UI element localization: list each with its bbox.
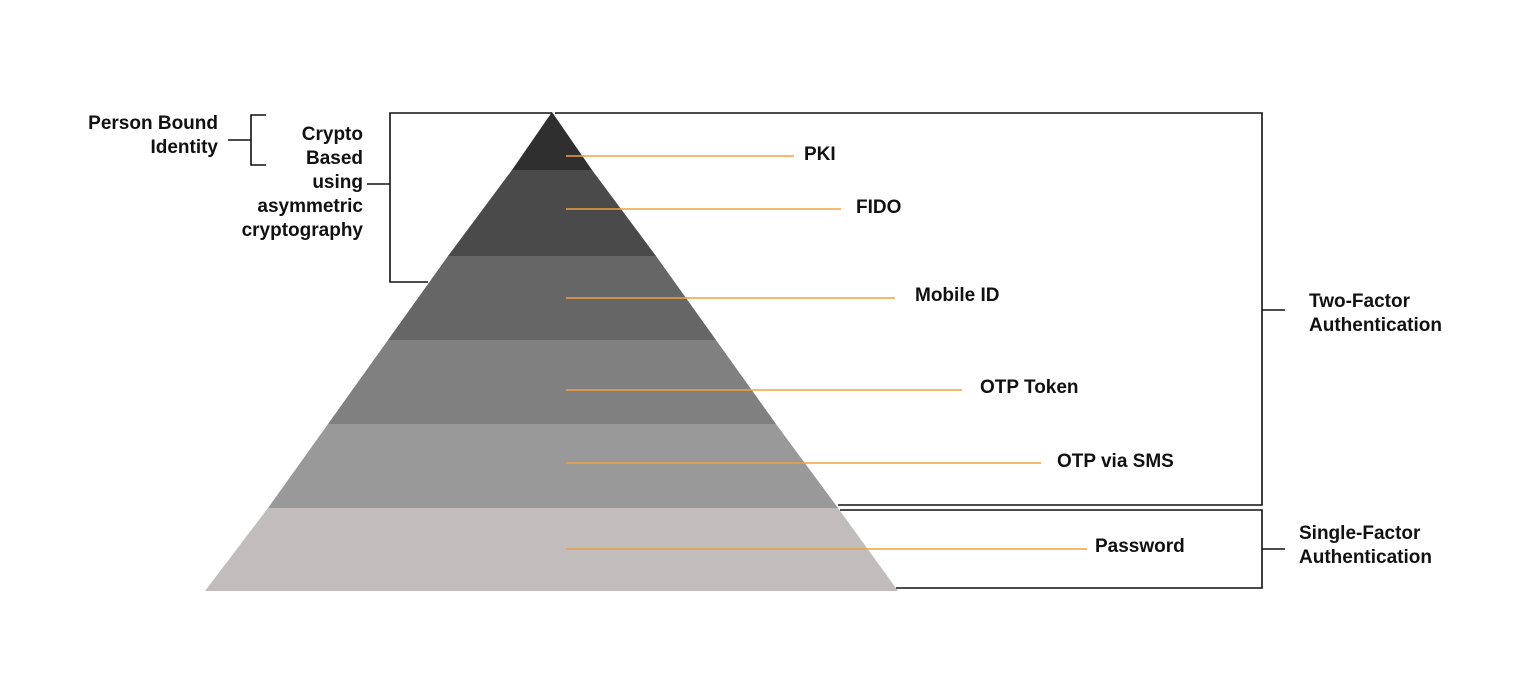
two-factor-line-1: Two-Factor	[1309, 291, 1410, 312]
single-factor-line-2: Authentication	[1299, 547, 1432, 568]
crypto-based-bracket	[389, 112, 552, 283]
pyramid-tier-pki	[512, 112, 592, 170]
pyramid-tier-otp-sms	[268, 424, 838, 508]
crypto-based-label: Crypto Based using asymmetric cryptograp…	[200, 123, 363, 243]
two-factor-bracket	[555, 112, 1263, 506]
single-factor-authentication-label: Single-Factor Authentication	[1299, 522, 1432, 570]
pyramid-tier-password	[205, 508, 898, 591]
person-bound-identity-label: Person Bound Identity	[40, 112, 218, 160]
crypto-based-line-1: Crypto	[301, 124, 363, 145]
two-factor-line-2: Authentication	[1309, 315, 1442, 336]
crypto-based-line-4: asymmetric	[257, 196, 363, 217]
pyramid-tier-fido	[448, 170, 656, 256]
layer-label-pki: PKI	[804, 144, 836, 165]
person-bound-line-2: Identity	[150, 137, 218, 158]
single-factor-line-1: Single-Factor	[1299, 523, 1421, 544]
pyramid-tier-otp-token	[328, 340, 776, 424]
layer-label-mobile-id: Mobile ID	[915, 285, 1000, 306]
layer-label-fido: FIDO	[856, 197, 902, 218]
layer-label-password: Password	[1095, 536, 1185, 557]
crypto-based-line-5: cryptography	[241, 220, 363, 241]
crypto-based-line-2: Based	[305, 148, 363, 169]
person-bound-line-1: Person Bound	[88, 113, 218, 134]
two-factor-authentication-label: Two-Factor Authentication	[1309, 290, 1442, 338]
layer-label-otp-sms: OTP via SMS	[1057, 451, 1174, 472]
layer-label-otp-token: OTP Token	[980, 377, 1079, 398]
crypto-based-line-3: using	[312, 172, 363, 193]
pyramid-tier-mobile-id	[388, 256, 716, 340]
